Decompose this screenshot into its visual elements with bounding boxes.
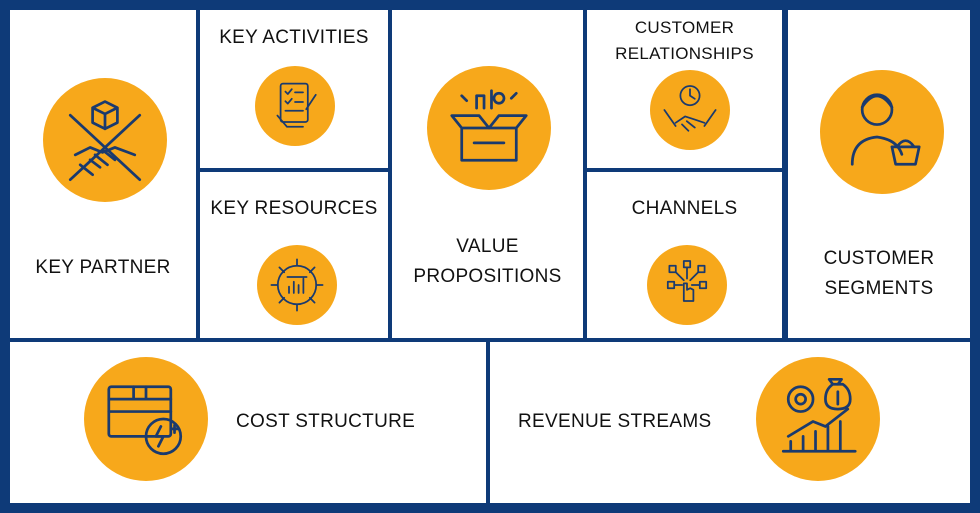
value-propositions-label: VALUE PROPOSITIONS: [413, 236, 562, 287]
customer-segments-label: CUSTOMER SEGMENTS: [823, 248, 935, 299]
shopper-icon: [820, 70, 944, 194]
revenue-streams-block: REVENUE STREAMS: [490, 342, 970, 503]
customer-segments-block: CUSTOMER SEGMENTS: [788, 10, 970, 338]
handshake-box-icon: [43, 78, 167, 202]
key-resources-label: KEY RESOURCES: [210, 198, 378, 219]
value-propositions-block: VALUE PROPOSITIONS: [392, 10, 583, 338]
cost-structure-block: COST STRUCTURE: [10, 342, 486, 503]
key-partner-label: KEY PARTNER: [35, 257, 171, 278]
channels-label: CHANNELS: [631, 198, 738, 219]
checklist-icon: [255, 66, 335, 146]
open-box-icon: [427, 66, 551, 190]
key-activities-label: KEY ACTIVITIES: [219, 27, 369, 48]
gear-resources-icon: [257, 245, 337, 325]
key-resources-block: KEY RESOURCES: [200, 172, 388, 338]
cost-structure-label: COST STRUCTURE: [236, 411, 416, 432]
network-touch-icon: [647, 245, 727, 325]
cost-bills-icon: [84, 357, 208, 481]
key-activities-block: KEY ACTIVITIES: [200, 10, 388, 168]
handshake-clock-icon: [650, 70, 730, 150]
revenue-growth-icon: [756, 357, 880, 481]
customer-relationships-block: CUSTOMER RELATIONSHIPS: [587, 10, 782, 168]
customer-relationships-label: CUSTOMER RELATIONSHIPS: [615, 18, 754, 63]
channels-block: CHANNELS: [587, 172, 782, 338]
key-partner-block: KEY PARTNER: [10, 10, 196, 338]
revenue-streams-label: REVENUE STREAMS: [518, 411, 712, 432]
